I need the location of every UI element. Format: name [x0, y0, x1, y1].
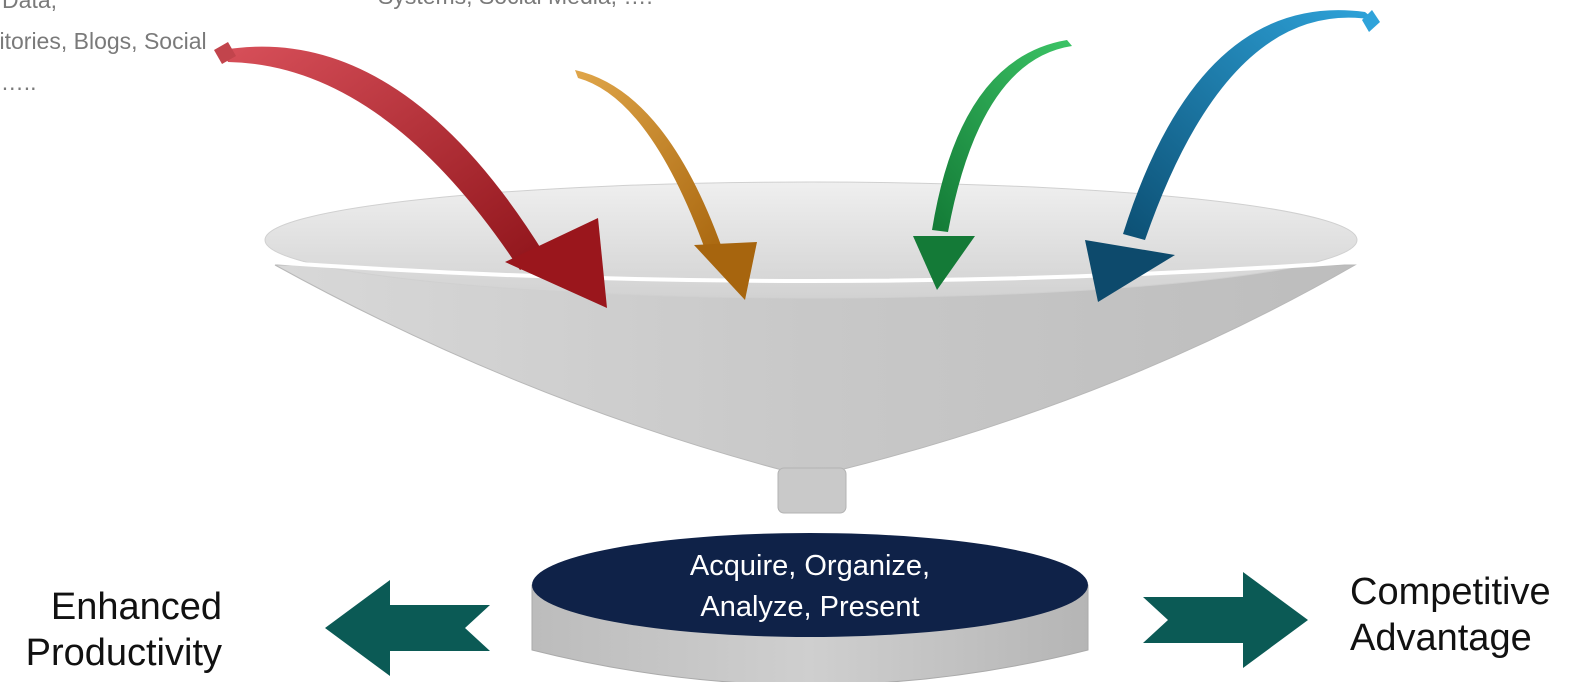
- green-input-arrow: [913, 40, 1072, 290]
- outcome-enhanced-productivity: Enhanced Productivity: [0, 584, 222, 676]
- source-label-left: r Data, sitories, Blogs, Social , …..: [0, 0, 207, 103]
- outcome-right-line-2: Advantage: [1350, 617, 1532, 659]
- blue-input-arrow: [1085, 10, 1380, 302]
- right-outcome-arrow: [1143, 572, 1308, 668]
- source-left-line-1: r Data,: [2, 0, 58, 13]
- process-disc: [531, 533, 1089, 682]
- process-label-line-1: Acquire, Organize,: [689, 550, 931, 582]
- red-input-arrow: [214, 42, 607, 308]
- funnel-rim-edge: [269, 260, 1353, 283]
- source-left-line-3: , …..: [0, 69, 37, 95]
- outcome-left-line-1: Enhanced: [50, 586, 222, 628]
- outcome-competitive-advantage: Competitive Advantage: [1350, 569, 1551, 661]
- process-label-line-2: Analyze, Present: [700, 591, 920, 623]
- orange-input-arrow: [575, 70, 757, 300]
- outcome-left-line-2: Productivity: [25, 632, 222, 674]
- left-outcome-arrow: [325, 580, 490, 676]
- source-left-line-2: sitories, Blogs, Social: [0, 28, 207, 54]
- funnel-spout: [777, 467, 847, 514]
- source-label-middle: Systems, Social Media, ….: [378, 0, 653, 17]
- outcome-right-line-1: Competitive: [1350, 571, 1551, 613]
